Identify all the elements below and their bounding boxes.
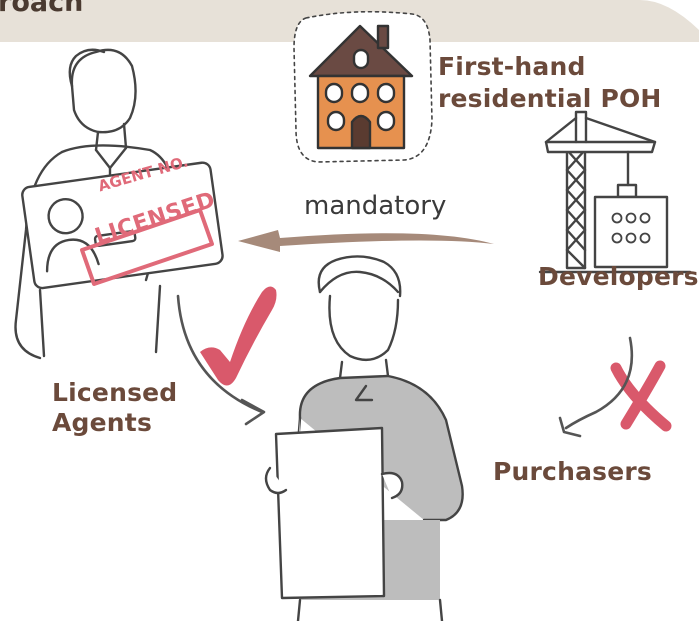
purchasers-label: Purchasers [493, 457, 652, 486]
poh-label-line1: First-hand [438, 52, 586, 81]
crane-building-icon [538, 110, 692, 274]
paper [264, 426, 404, 600]
developers-arrow [564, 336, 634, 430]
developers-label: Developers [538, 262, 699, 291]
licensed-stamp-box [80, 208, 214, 286]
banner-title: roach [0, 0, 84, 18]
agents-label-line2: Agents [52, 408, 153, 437]
check-mark-icon [200, 286, 277, 386]
cross-mark-icon [610, 360, 672, 432]
house-icon [293, 10, 433, 163]
mandatory-arrow [238, 230, 494, 252]
poh-label-line2: residential POH [438, 84, 662, 113]
agents-label-line1: Licensed [52, 378, 178, 407]
agents-arrow [176, 294, 264, 414]
mandatory-label: mandatory [304, 191, 447, 221]
